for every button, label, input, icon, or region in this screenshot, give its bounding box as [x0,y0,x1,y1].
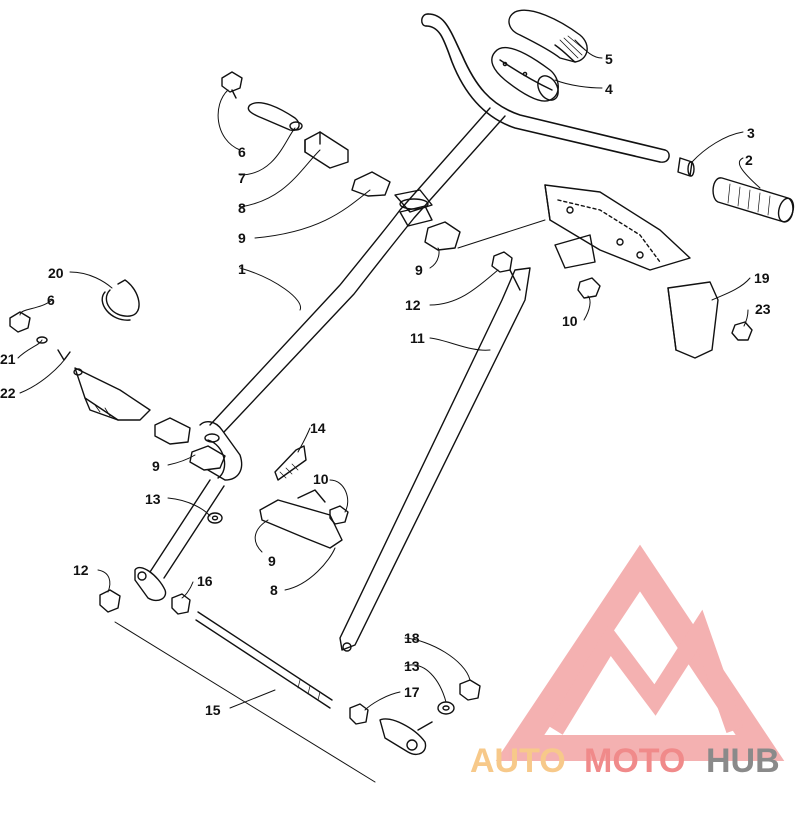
callout-21: 21 [0,351,16,367]
upper-bushing [394,189,433,227]
clamp-8-lower [259,489,343,549]
clamp-7 [247,101,303,132]
bolt-14 [274,445,307,481]
callout-13-left: 13 [145,491,161,507]
callout-5: 5 [605,51,613,67]
callout-1: 1 [238,261,246,277]
nut-10-lower [329,505,349,525]
callout-6-left: 6 [47,292,55,308]
callout-9-right: 9 [415,262,423,278]
watermark-auto: AUTO [470,742,566,780]
watermark-moto: MOTO [584,742,685,780]
handwarmer-5 [508,9,588,63]
washer-13-lower [207,512,223,524]
retaining-ring-20 [101,279,140,321]
callout-11: 11 [410,330,425,346]
sleeve-3 [677,157,695,177]
callout-16: 16 [197,573,213,589]
steering-post [199,107,506,481]
callout-9-left: 9 [152,458,160,474]
callout-6-top: 6 [238,144,246,160]
callout-8-lower: 8 [270,582,278,598]
callout-12-lower: 12 [73,562,89,578]
callout-19: 19 [754,270,770,286]
handlebar [421,13,670,163]
callout-17: 17 [404,684,420,700]
callout-3: 3 [747,125,755,141]
watermark-hub: HUB [706,742,780,780]
plate-19 [667,281,719,359]
bushing-9-lower [154,417,226,471]
callout-2: 2 [745,152,753,168]
washer-13-right [437,701,455,715]
nut-12-upper [491,251,513,273]
callout-14: 14 [310,420,326,436]
nut-10-upper [577,277,601,299]
handwarmer-4 [491,47,559,102]
clamp-8-top [304,131,349,169]
bolt-6-left [9,311,31,333]
rod-end-left [134,566,167,602]
callout-18: 18 [404,630,420,646]
linkage-arm [149,479,225,579]
bolt-23 [731,321,753,341]
callout-4: 4 [605,81,613,97]
callout-20: 20 [48,265,64,281]
rod-end-right [379,718,433,756]
jam-nut-17 [349,703,369,725]
callout-labels: 1 2 3 4 5 6 6 7 8 8 9 9 9 9 10 10 11 12 … [0,51,771,718]
callout-22: 22 [0,385,16,401]
callout-12-upper: 12 [405,297,421,313]
callout-13-right: 13 [404,658,420,674]
left-bracket [74,367,151,421]
callout-15: 15 [205,702,221,718]
leader-lines [17,39,761,711]
watermark-logo [495,544,785,761]
washer-21 [36,336,48,344]
nut-18 [459,679,481,701]
jam-nut-16 [171,593,191,615]
callout-7: 7 [238,170,246,186]
steering-bracket [544,184,691,271]
threaded-rod [195,611,333,709]
bushing-9-top [351,171,391,197]
callout-23: 23 [755,301,771,317]
tie-rod-11 [339,267,531,652]
bushing-9-right [424,221,461,251]
callout-9-lower: 9 [268,553,276,569]
bolt-6-top [221,71,243,99]
callout-8-top: 8 [238,200,246,216]
callout-9-top: 9 [238,230,246,246]
callout-10-lower: 10 [313,471,329,487]
nut-12-lower [99,589,121,613]
grip-2 [712,177,795,223]
callout-10-upper: 10 [562,313,578,329]
